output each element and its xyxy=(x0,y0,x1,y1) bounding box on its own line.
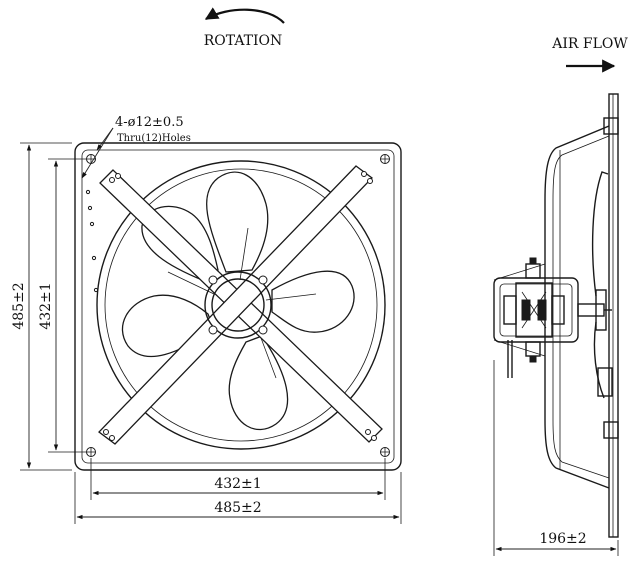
side-blade-top xyxy=(591,171,609,297)
dim-depth: 196±2 xyxy=(539,531,586,547)
corner-mounting-holes xyxy=(86,154,390,457)
hub-bolts xyxy=(208,275,268,335)
motor-hub-outer xyxy=(204,271,272,339)
guard-ring-outer xyxy=(96,160,386,450)
dim-frame-width: 485±2 xyxy=(214,500,261,516)
side-view xyxy=(493,93,619,538)
guard-ring-inner xyxy=(104,168,378,442)
side-cable xyxy=(507,340,513,378)
vertical-dimensions: 485±2 432±1 xyxy=(11,142,86,471)
side-holes xyxy=(85,189,99,293)
dim-frame-height: 485±2 xyxy=(11,282,27,329)
hole-note: Thru(12)Holes xyxy=(117,133,191,144)
horizontal-dimensions: 432±1 485±2 xyxy=(74,458,402,524)
rotation-arrow xyxy=(204,7,285,24)
airflow-indicator: AIR FLOW xyxy=(551,36,628,73)
side-flange xyxy=(608,93,619,538)
frame-inner xyxy=(81,149,395,464)
airflow-label: AIR FLOW xyxy=(551,36,628,52)
rotation-indicator: ROTATION xyxy=(204,7,285,49)
side-blade-bottom xyxy=(593,321,605,399)
motor-hub-inner xyxy=(211,278,265,332)
depth-dimension: 196±2 xyxy=(493,360,619,556)
front-view xyxy=(74,142,402,471)
dim-hole-pitch-horizontal: 432±1 xyxy=(214,476,261,492)
side-shaft xyxy=(577,303,605,317)
dim-hole-pitch-vertical: 432±1 xyxy=(38,282,54,329)
side-motor xyxy=(493,277,579,343)
rotation-label: ROTATION xyxy=(204,33,283,49)
frame-outer xyxy=(74,142,402,471)
strut-bolts xyxy=(103,171,377,441)
hole-spec-callout: 4-ø12±0.5 Thru(12)Holes xyxy=(81,115,191,179)
hole-spec: 4-ø12±0.5 xyxy=(115,115,184,130)
